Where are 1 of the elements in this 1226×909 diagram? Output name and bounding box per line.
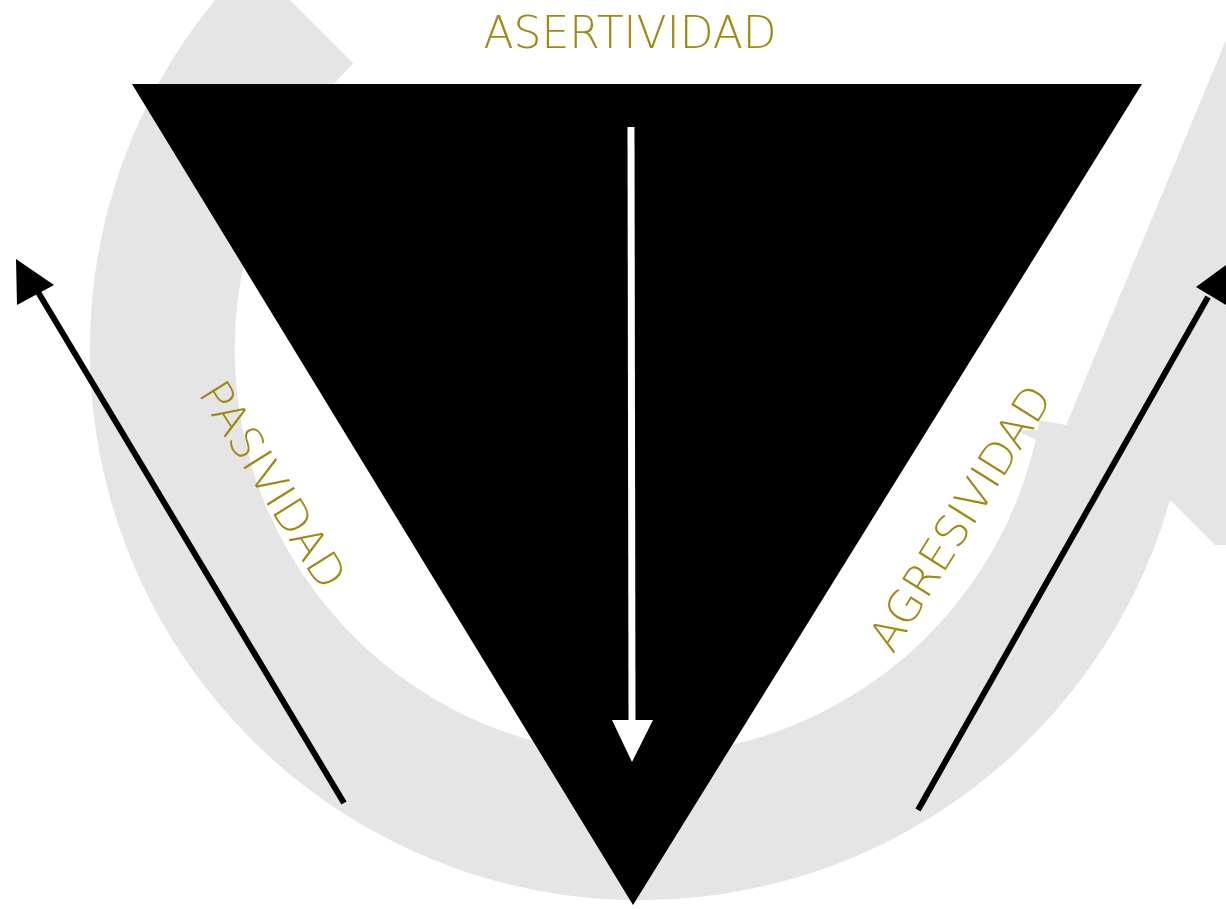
axis-label: ASERTIVIDAD	[483, 11, 777, 55]
